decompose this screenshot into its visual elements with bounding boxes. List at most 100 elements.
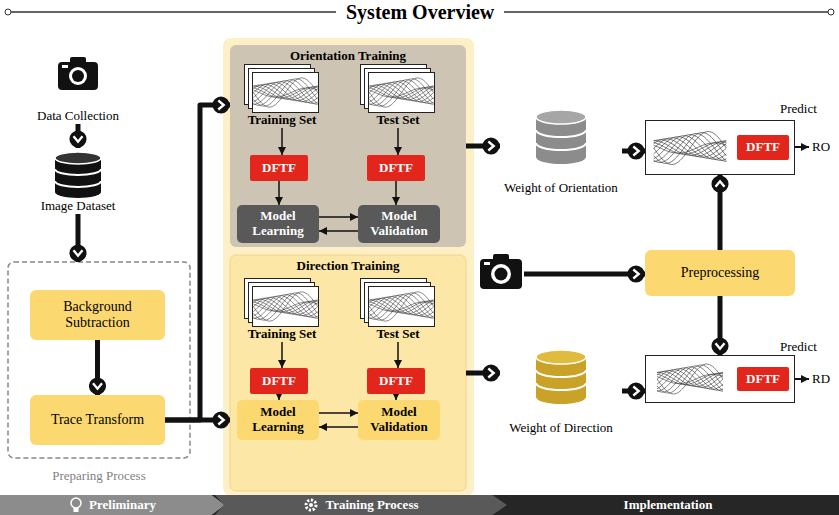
camera-icon	[58, 62, 98, 90]
flow-arrow	[795, 146, 809, 148]
database-icon	[55, 181, 101, 187]
trace-image-stack	[361, 65, 435, 113]
flow-arrow	[76, 124, 81, 148]
camera-node: Data Collection	[28, 54, 128, 124]
camera-icon	[70, 57, 86, 64]
flow-arrow	[76, 214, 81, 262]
flow-arrow	[622, 149, 645, 154]
node-label: DFTF	[262, 161, 296, 176]
trace-image-stack	[361, 279, 435, 327]
flow-arrow	[795, 378, 809, 380]
node-label: Data Collection	[37, 109, 119, 124]
predict-frame	[657, 359, 723, 399]
camera-icon	[69, 67, 87, 85]
database-icon	[55, 152, 101, 198]
node-label: Background Subtraction	[35, 299, 160, 331]
database-icon	[536, 130, 586, 137]
node-label: Training Set	[248, 113, 317, 128]
flow-arrow	[466, 144, 500, 149]
flow-arrow-thin	[397, 128, 399, 155]
flow-arrow-thin	[278, 181, 280, 205]
flow-arrow	[718, 296, 723, 355]
node-label: Model Validation	[362, 405, 436, 435]
flow-arrow-thin	[319, 216, 358, 218]
trace-image-stack	[245, 279, 319, 327]
database-icon	[536, 350, 586, 364]
node-label: Model Validation	[362, 209, 436, 239]
training-panel: Direction TrainingTraining SetTest SetDF…	[230, 255, 466, 491]
bulb-icon	[71, 498, 81, 508]
camera-icon	[491, 264, 511, 284]
process-box: Trace Transform	[30, 395, 165, 445]
gear-icon	[303, 497, 319, 513]
node-label: Training Set	[248, 327, 317, 342]
output-label: Predict	[780, 340, 817, 354]
dftf-box: DFTF	[367, 155, 425, 181]
weight-store: Weight of Direction	[500, 346, 622, 436]
output-label: Predict	[780, 102, 817, 116]
node-label: Orientation Training	[290, 49, 406, 64]
node-label: DFTF	[262, 374, 296, 389]
dataset-node: Image Dataset	[28, 148, 128, 214]
node-label: Preliminary	[89, 498, 156, 513]
flow-arrow-thin	[395, 181, 397, 205]
image-set: Training Set	[238, 276, 326, 342]
node-label: Test Set	[376, 113, 419, 128]
database-icon	[536, 383, 586, 390]
preparing-group: Preparing Process Background SubtractionT…	[8, 262, 190, 484]
predict-frame: DFTF	[645, 120, 795, 175]
flow-arrow	[622, 389, 645, 394]
node-label: Image Dataset	[41, 199, 116, 214]
process-box: Background Subtraction	[30, 290, 165, 340]
flow-arrow-thin	[319, 230, 358, 232]
process-box: Model Validation	[358, 400, 440, 440]
image-set: Test Set	[354, 62, 442, 128]
predict-frame	[645, 355, 795, 403]
trace-image-stack	[245, 65, 319, 113]
node-label: Test Set	[376, 327, 419, 342]
camera-icon	[480, 259, 522, 289]
flow-arrow	[165, 105, 230, 420]
title-rule	[5, 9, 11, 15]
node-label: Model Learning	[241, 209, 315, 239]
database-icon	[55, 169, 101, 175]
dftf-box: DFTF	[367, 368, 425, 394]
flow-arrow	[466, 371, 500, 376]
node-label: Preprocessing	[681, 265, 760, 281]
flow-arrow	[718, 175, 723, 250]
camera-icon	[495, 268, 508, 281]
weight-store: Weight of Orientation	[500, 106, 622, 196]
node-label: Preparing Process	[52, 469, 146, 484]
gear-icon	[309, 503, 313, 507]
flow-arrow-thin	[319, 426, 358, 428]
training-panel: Orientation TrainingTraining Set Test Set…	[230, 45, 466, 247]
process-box: Preprocessing	[645, 250, 795, 296]
stage-bar	[0, 495, 839, 515]
flow-arrow-thin	[281, 342, 283, 368]
camera-icon	[72, 70, 84, 82]
node-label: Weight of Direction	[509, 421, 613, 436]
node-label: DFTF	[379, 374, 413, 389]
bulb-icon	[74, 508, 79, 512]
flow-arrow-thin	[397, 342, 399, 368]
flow-arrow-thin	[319, 412, 358, 414]
node-label: Model Learning	[241, 405, 315, 435]
trace-image-stack	[245, 65, 435, 327]
bulb-icon	[69, 497, 83, 513]
stage-band: Preliminary	[0, 495, 225, 515]
flow-arrow	[165, 418, 230, 423]
stage-band: Training Process	[215, 495, 507, 515]
database-icon	[55, 152, 101, 164]
camera-icon	[58, 57, 98, 90]
database-icon	[536, 370, 586, 377]
database-icon	[536, 110, 586, 164]
node-label: Trace Transform	[51, 412, 144, 428]
predict-frame	[645, 120, 795, 403]
training-panel	[223, 38, 474, 496]
database-icon	[536, 110, 586, 124]
orientation-panel	[230, 45, 466, 247]
output-label: RD	[812, 372, 830, 386]
direction-panel	[230, 255, 466, 491]
process-box: Model Learning	[237, 205, 319, 243]
